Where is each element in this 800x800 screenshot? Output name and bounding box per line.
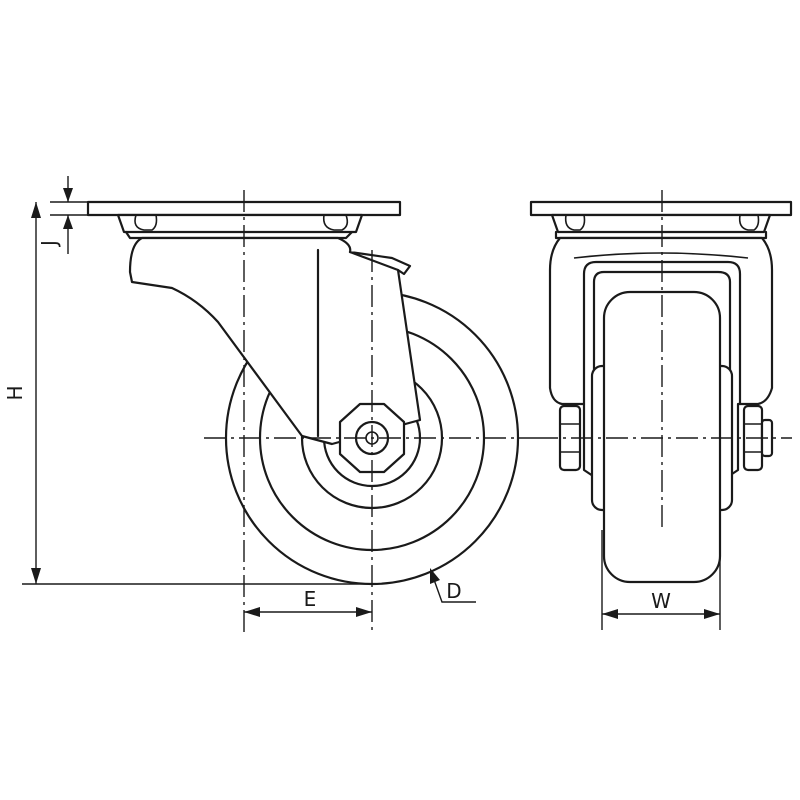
side-view: [86, 190, 536, 632]
dimension-j: J: [37, 176, 73, 254]
side-fork: [128, 236, 422, 446]
dimension-d: D: [430, 568, 476, 603]
label-h: H: [3, 385, 27, 400]
dimension-h: H: [3, 202, 41, 584]
front-center-lines: [536, 190, 792, 528]
dimension-e: E: [244, 587, 372, 617]
label-w: W: [651, 589, 671, 613]
side-top-plate: [86, 200, 402, 240]
label-d: D: [446, 579, 461, 603]
side-center-lines: [204, 190, 536, 632]
label-j: J: [37, 240, 61, 248]
label-e: E: [304, 587, 317, 611]
front-top-plate: [529, 200, 793, 240]
dimension-w: W: [601, 530, 721, 630]
front-view: [529, 190, 793, 584]
dimensions: J H E D W: [3, 176, 721, 630]
